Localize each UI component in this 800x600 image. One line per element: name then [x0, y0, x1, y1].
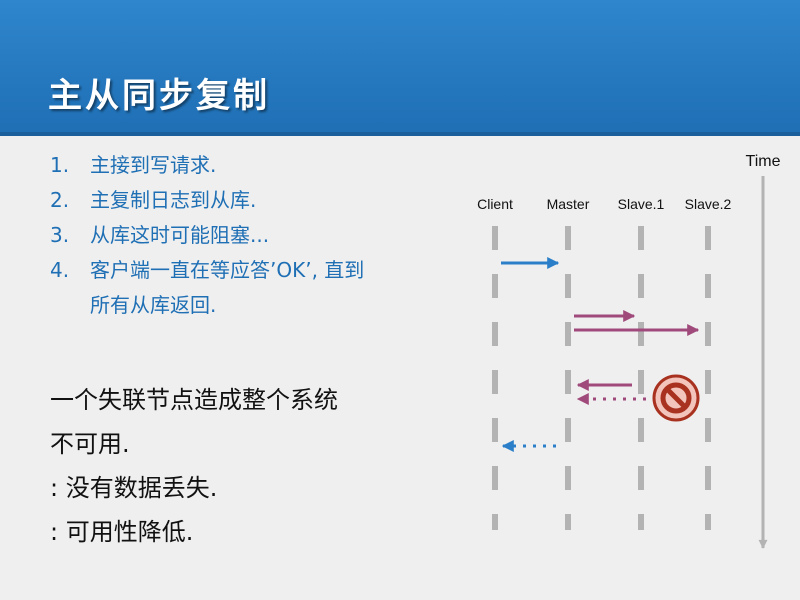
time-label: Time	[746, 153, 781, 170]
conclusion-text: 一个失联节点造成整个系统 不可用. : 没有数据丢失. : 可用性降低.	[50, 378, 338, 554]
conclusion-line: : 可用性降低.	[50, 518, 194, 546]
step-text: 从库这时可能阻塞...	[90, 223, 270, 247]
slide-title: 主从同步复制	[48, 76, 270, 116]
step-number: 4.	[50, 258, 70, 282]
node-label-slave-1: Slave.1	[618, 196, 665, 212]
step-text-continued: 所有从库返回.	[90, 293, 217, 317]
conclusion-line: : 没有数据丢失.	[50, 474, 218, 502]
blocked-icon	[652, 374, 700, 422]
conclusion-line: 一个失联节点造成整个系统	[50, 386, 338, 414]
step-number: 3.	[50, 223, 70, 247]
node-label-client: Client	[477, 196, 513, 212]
step-number: 1.	[50, 153, 70, 177]
step-text: 主接到写请求.	[90, 153, 217, 177]
node-label-slave-2: Slave.2	[685, 196, 732, 212]
node-label-master: Master	[547, 196, 590, 212]
step-item: 1. 主接到写请求.	[50, 148, 470, 183]
step-text: 主复制日志到从库.	[90, 188, 257, 212]
step-item: 3. 从库这时可能阻塞...	[50, 218, 470, 253]
step-number: 2.	[50, 188, 70, 212]
step-text: 客户端一直在等应答’OK’, 直到	[90, 258, 365, 282]
steps-list: 1. 主接到写请求. 2. 主复制日志到从库. 3. 从库这时可能阻塞... 4…	[50, 148, 470, 323]
step-item: 4. 客户端一直在等应答’OK’, 直到 所有从库返回.	[50, 253, 470, 323]
step-item: 2. 主复制日志到从库.	[50, 183, 470, 218]
title-bar: 主从同步复制	[0, 0, 800, 136]
conclusion-line: 不可用.	[50, 430, 130, 458]
